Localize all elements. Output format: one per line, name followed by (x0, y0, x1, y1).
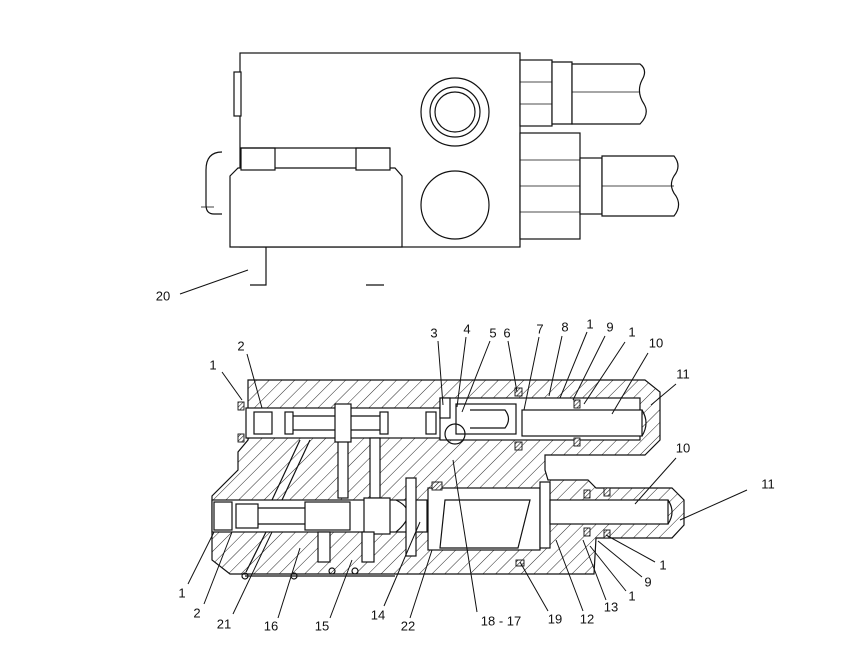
spring-17 (439, 499, 531, 549)
callout-c4: 4 (463, 321, 470, 336)
callout-c1d: 1 (659, 557, 666, 572)
detent-bore (317, 531, 331, 563)
callout-c3: 3 (430, 325, 437, 340)
ball-check (444, 423, 466, 445)
leader-line-c10b (634, 457, 677, 505)
leader-line-c1d (605, 534, 656, 563)
leader-line-c1a (221, 371, 243, 401)
leader-line-c7 (523, 336, 540, 411)
leader-line-c1c (583, 341, 626, 405)
leader-line-c14 (383, 521, 421, 607)
callout-c1b: 1 (586, 316, 593, 331)
callout-c2a: 2 (237, 338, 244, 353)
leader-line-c11b (679, 489, 748, 521)
leader-line-c6 (507, 340, 518, 393)
callout-c11a: 11 (676, 366, 690, 381)
cover-bracket (205, 151, 223, 215)
callout-c10b: 10 (676, 440, 690, 455)
washer-12 (539, 481, 551, 549)
fitting-hex-upper (519, 59, 553, 127)
leader-line-c1e (589, 545, 627, 592)
callout-c9b: 9 (644, 574, 651, 589)
leader-line-c10a (611, 352, 649, 415)
relief-cavity-lower (427, 487, 541, 551)
leader-line-c1b (559, 331, 588, 399)
leader-line-c9b (597, 540, 643, 578)
callout-c5: 5 (489, 325, 496, 340)
upper-passage (337, 437, 349, 499)
leader-line-c19 (519, 561, 549, 612)
callout-c13: 13 (604, 599, 618, 614)
external-view (201, 52, 680, 286)
callout-c15: 15 (315, 618, 329, 633)
callout-c1f: 1 (178, 585, 185, 600)
callout-c2b: 2 (193, 605, 200, 620)
hose-upper (571, 63, 647, 125)
callout-c1a: 1 (209, 357, 216, 372)
retainer-14 (405, 477, 417, 557)
port-circle-lower (420, 170, 490, 240)
leader-line-c15 (329, 559, 353, 619)
leader-line-c11a (650, 383, 677, 406)
poppet-cup (455, 403, 517, 435)
cap-bolt-left (240, 147, 276, 171)
callout-c12: 12 (580, 611, 594, 626)
seal-6 (514, 387, 523, 397)
callout-c21: 21 (217, 616, 231, 631)
leader-line-c4 (456, 336, 467, 408)
callout-c8: 8 (561, 319, 568, 334)
leader-line-c8 (548, 335, 563, 397)
leader-line-c1f (187, 531, 215, 585)
leader-line-c16 (277, 547, 301, 619)
leader-line-c21 (232, 531, 273, 615)
callout-c7: 7 (536, 321, 543, 336)
leader-line-c22 (409, 549, 433, 619)
leader-line-c2a (246, 353, 263, 409)
callout-c6: 6 (503, 325, 510, 340)
port-circle-upper (420, 77, 490, 147)
callout-c16: 16 (264, 618, 278, 633)
callout-c11b: 11 (761, 476, 775, 491)
leader-line-c12 (555, 539, 584, 612)
callout-c14: 14 (371, 607, 385, 622)
section-view (211, 379, 685, 580)
callout-c9a: 9 (606, 319, 613, 334)
leader-line-c13 (582, 539, 607, 601)
callout-c22: 22 (401, 618, 415, 633)
callout-c19: 19 (548, 611, 562, 626)
cover-block (229, 167, 403, 248)
callout-c10a: 10 (649, 335, 663, 350)
cap-bolt-right (355, 147, 391, 171)
leader-line-c18 (452, 459, 478, 613)
adjust-screw-lower (549, 499, 669, 525)
leader-line-c3 (437, 340, 444, 406)
callout-c18: 18 - 17 (481, 613, 521, 628)
callout-c1c: 1 (628, 324, 635, 339)
leader-line-c5 (461, 340, 491, 413)
callout-c20: 20 (156, 288, 170, 303)
leader-line-c9a (572, 335, 606, 401)
leader-line-c20 (179, 269, 249, 295)
leader-line-c2b (203, 531, 233, 605)
adjust-screw-upper (521, 409, 643, 437)
body-tab (233, 71, 242, 117)
callout-c1e: 1 (628, 588, 635, 603)
